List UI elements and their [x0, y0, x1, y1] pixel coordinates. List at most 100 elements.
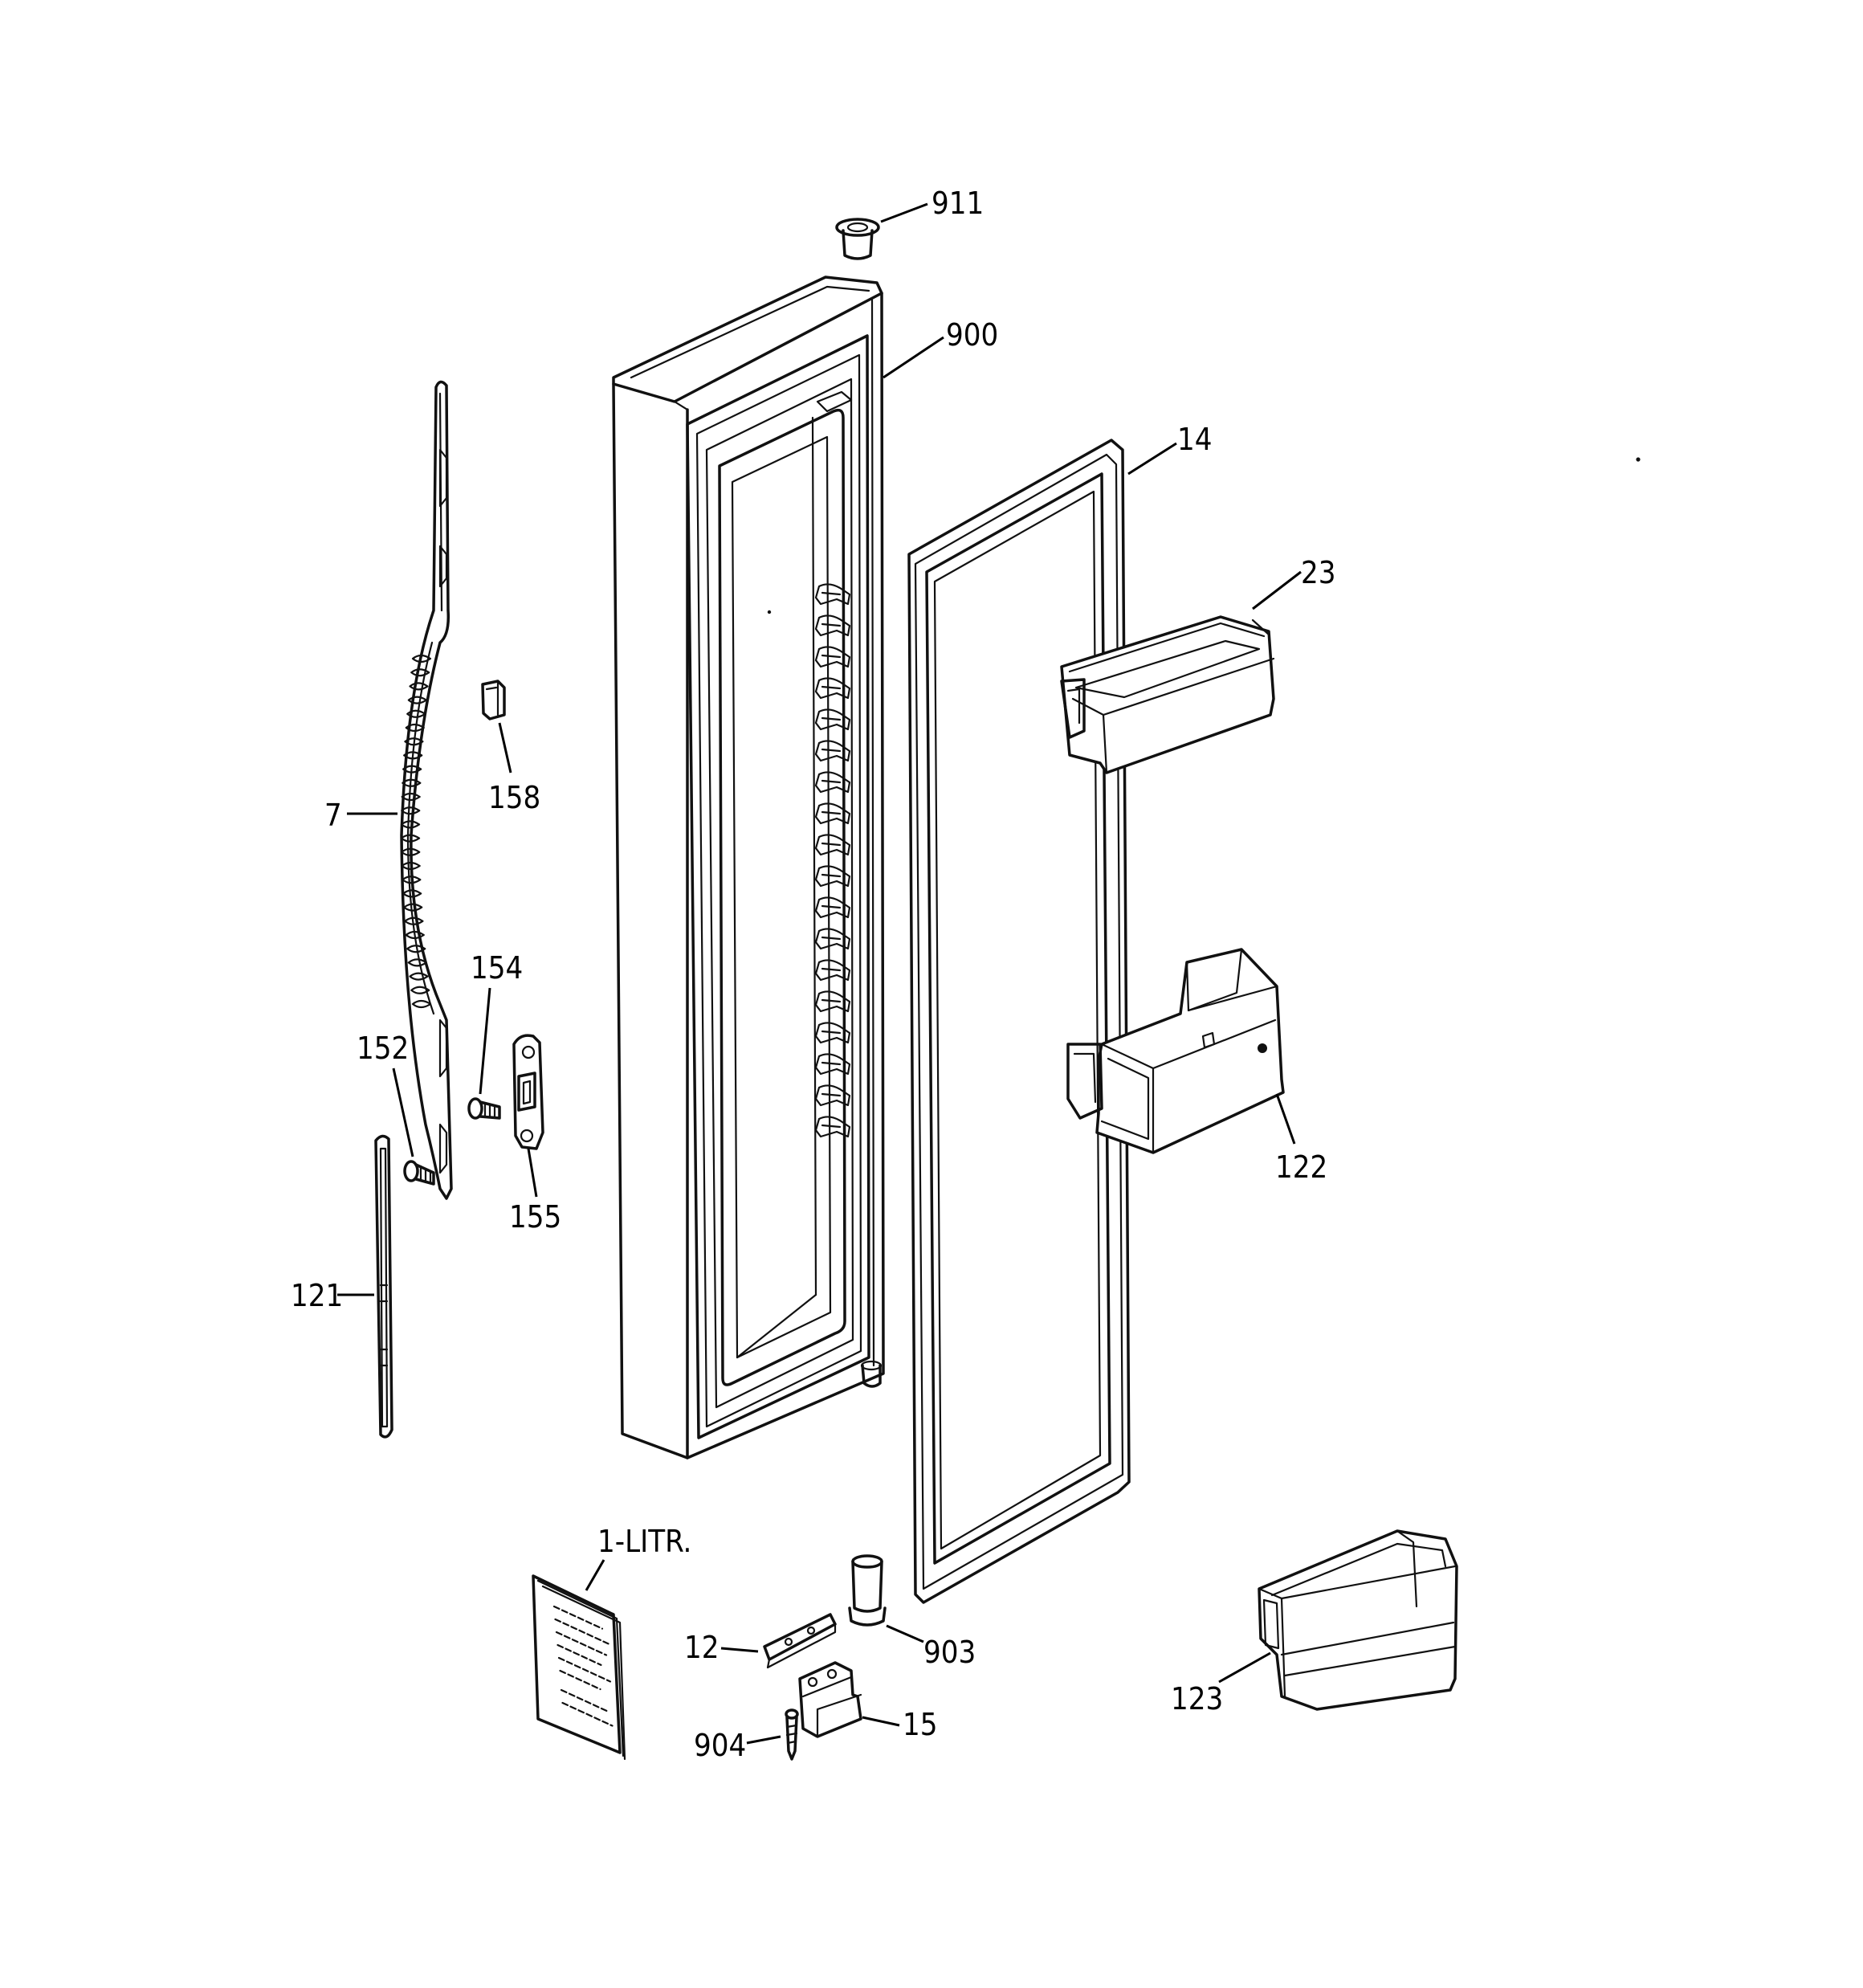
shelf-rib-edge: [821, 810, 842, 815]
shelf-rib-edge: [821, 591, 842, 596]
leader-155: [527, 1148, 538, 1198]
grip-tooth: [411, 999, 432, 1009]
part-122-bin: [1066, 948, 1285, 1154]
literature-text-line: [554, 1618, 609, 1645]
shelf-rib-edge: [821, 904, 842, 909]
shelf-rib-edge: [821, 654, 842, 659]
literature-text-line: [559, 1669, 601, 1691]
part-900-door: [612, 276, 885, 1459]
leader-904: [746, 1735, 781, 1745]
shelf-rib-edge: [821, 998, 842, 1003]
leader-123: [1218, 1651, 1271, 1684]
label-158: 158: [488, 780, 540, 815]
shelf-rib: [814, 959, 851, 982]
part-23-bin: [1060, 615, 1275, 774]
literature-text-lines: [552, 1605, 614, 1727]
leader-903: [886, 1624, 924, 1643]
label-122: 122: [1275, 1149, 1327, 1185]
shelf-rib: [814, 1022, 851, 1044]
grip-tooth: [403, 903, 423, 912]
grip-tooth: [411, 654, 432, 663]
part-12-shim: [763, 1613, 837, 1669]
leader-900: [883, 336, 944, 379]
label-152: 152: [357, 1031, 409, 1066]
shelf-rib: [814, 865, 851, 888]
part-158-clip: [481, 680, 506, 720]
shelf-rib: [814, 990, 851, 1013]
grip-tooth: [406, 709, 426, 718]
part-904-screw: [785, 1708, 799, 1761]
shelf-rib-edge: [821, 842, 842, 847]
shelf-rib: [814, 1084, 851, 1107]
shelf-rib: [814, 677, 851, 700]
part-154-screw: [467, 1097, 501, 1120]
shelf-rib-edge: [821, 623, 842, 627]
shelf-rib: [814, 1053, 851, 1076]
part-15-hinge: [798, 1661, 862, 1738]
grip-tooth: [404, 916, 424, 925]
grip-tooth: [401, 861, 421, 871]
leader-14: [1127, 442, 1177, 476]
grip-tooth: [401, 792, 421, 802]
grip-tooth: [409, 682, 429, 691]
literature-text-line: [555, 1631, 608, 1656]
literature-text-line: [561, 1701, 614, 1727]
part-911-bushing: [835, 218, 880, 260]
shelf-rib-edge: [821, 967, 842, 972]
part-7-handle: [400, 380, 453, 1200]
grip-tooth: [407, 958, 427, 967]
label-155: 155: [509, 1199, 561, 1235]
leader-12: [720, 1647, 759, 1653]
leader-154: [479, 987, 491, 1095]
part-121-trim: [374, 1134, 393, 1439]
grip-tooth: [409, 972, 429, 981]
grip-tooth: [402, 778, 422, 787]
grip-tooth: [400, 820, 421, 829]
shelf-rib: [814, 834, 851, 856]
shelf-rib-edge: [821, 716, 842, 721]
shelf-rib: [814, 1116, 851, 1138]
label-23: 23: [1301, 555, 1336, 590]
grip-tooth: [402, 765, 422, 774]
leader-23: [1252, 570, 1302, 610]
label-7: 7: [324, 798, 342, 833]
leader-152: [392, 1067, 414, 1157]
shelf-rib-edge: [821, 685, 842, 690]
shelf-rib: [814, 646, 851, 668]
grip-tooth: [402, 876, 422, 884]
leader-911: [880, 202, 928, 223]
label-1-litr: 1-LITR.: [597, 1524, 691, 1559]
grip-tooth: [407, 696, 427, 704]
grip-tooth: [402, 889, 422, 898]
label-12: 12: [684, 1630, 720, 1665]
label-900: 900: [946, 317, 998, 353]
label-123: 123: [1171, 1681, 1223, 1717]
leader-15: [862, 1716, 900, 1727]
literature-text-line: [552, 1605, 604, 1630]
part-14-gasket: [907, 439, 1131, 1604]
shelf-rib-edge: [821, 936, 842, 941]
shelf-rib-edge: [821, 1061, 842, 1066]
grip-tooth: [401, 806, 421, 815]
grip-tooth: [405, 930, 425, 940]
leader-122: [1275, 1093, 1296, 1145]
part-literature: [532, 1574, 626, 1761]
grip-tooth: [405, 723, 425, 733]
shelf-rib: [814, 708, 851, 731]
grip-tooth: [406, 945, 426, 953]
handle-grip-teeth: [400, 654, 432, 1009]
part-155-bracket: [512, 1034, 544, 1150]
grip-tooth: [410, 668, 430, 677]
grip-tooth: [403, 751, 423, 760]
shelf-rib-edge: [821, 1030, 842, 1035]
shelf-rib: [814, 802, 851, 825]
shelf-rib: [814, 896, 851, 919]
label-15: 15: [903, 1707, 938, 1742]
label-904: 904: [694, 1728, 746, 1763]
shelf-rib-edge: [821, 873, 842, 878]
label-154: 154: [471, 950, 523, 986]
shelf-rib-edge: [821, 779, 842, 784]
label-14: 14: [1177, 422, 1213, 457]
grip-tooth: [410, 986, 430, 994]
